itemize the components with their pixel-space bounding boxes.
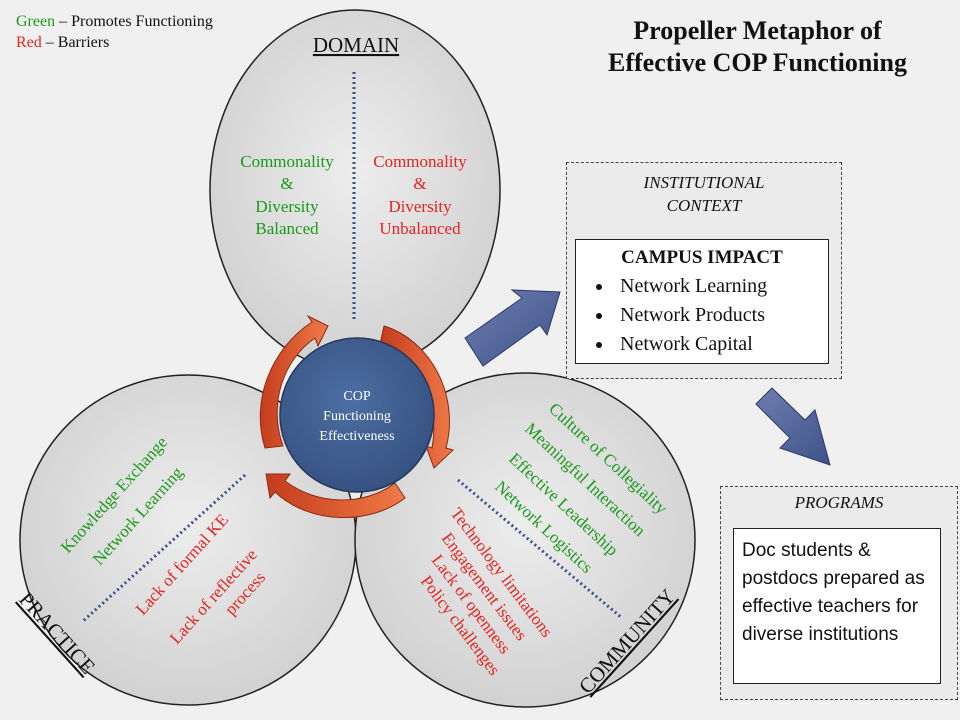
domain-promotes-line: Diversity: [255, 197, 319, 216]
community-barriers: Technology limitations Engagement issues…: [417, 504, 557, 679]
curved-arrow-icon: [259, 314, 329, 449]
rotation-arrows: [259, 314, 454, 519]
cop-center-line: Effectiveness: [319, 429, 394, 444]
domain-promotes-line: &: [280, 174, 293, 193]
campus-impact-box: CAMPUS IMPACT Network Learning Network P…: [575, 239, 829, 364]
color-legend: Green – Promotes Functioning Red – Barri…: [16, 11, 213, 53]
programs-text: Doc students & postdocs prepared as effe…: [733, 528, 941, 684]
campus-impact-title: CAMPUS IMPACT: [621, 247, 783, 268]
domain-promotes-line: Commonality: [240, 152, 334, 171]
page-title: Propeller Metaphor of Effective COP Func…: [560, 15, 955, 79]
campus-impact-list: Network Learning Network Products Networ…: [576, 272, 828, 359]
cop-center-line: Functioning: [323, 409, 391, 424]
domain-barriers-line: Commonality: [373, 152, 467, 171]
legend-green-text: – Promotes Functioning: [55, 13, 213, 30]
legend-red-text: – Barriers: [41, 34, 110, 51]
cop-center-text: COP Functioning Effectiveness: [319, 389, 394, 444]
legend-green: Green – Promotes Functioning: [16, 11, 213, 32]
institutional-context-box: INSTITUTIONAL CONTEXT CAMPUS IMPACT Netw…: [566, 162, 842, 379]
programs-box: PROGRAMS Doc students & postdocs prepare…: [720, 486, 958, 700]
title-line-1: Propeller Metaphor of: [633, 16, 882, 45]
context-label-line-1: INSTITUTIONAL: [643, 173, 765, 192]
institutional-context-label: INSTITUTIONAL CONTEXT: [567, 171, 841, 217]
community-divider: [457, 478, 623, 620]
domain-petal: [209, 9, 501, 371]
legend-red-word: Red: [16, 34, 42, 51]
list-item: Network Products: [614, 301, 828, 330]
domain-promotes-line: Balanced: [255, 219, 319, 238]
legend-green-word: Green: [16, 13, 56, 30]
cop-center-line: COP: [343, 389, 370, 404]
title-line-2: Effective COP Functioning: [608, 48, 907, 77]
legend-red: Red – Barriers: [16, 32, 213, 53]
domain-barriers-line: &: [413, 174, 426, 193]
context-label-line-2: CONTEXT: [666, 196, 742, 215]
arrow-to-programs-icon: [755, 387, 831, 466]
programs-label: PROGRAMS: [794, 493, 884, 512]
domain-barriers-line: Diversity: [388, 197, 452, 216]
curved-arrow-icon: [265, 473, 406, 519]
cop-center-circle: [279, 337, 435, 493]
list-item: Network Learning: [614, 272, 828, 301]
practice-divider: [80, 473, 247, 624]
domain-barriers-line: Unbalanced: [379, 219, 461, 238]
domain-promotes: Commonality & Diversity Balanced: [240, 152, 334, 238]
domain-barriers: Commonality & Diversity Unbalanced: [373, 152, 467, 238]
list-item: Network Capital: [614, 330, 828, 359]
arrow-to-context-icon: [464, 289, 561, 367]
domain-label: DOMAIN: [313, 33, 399, 57]
